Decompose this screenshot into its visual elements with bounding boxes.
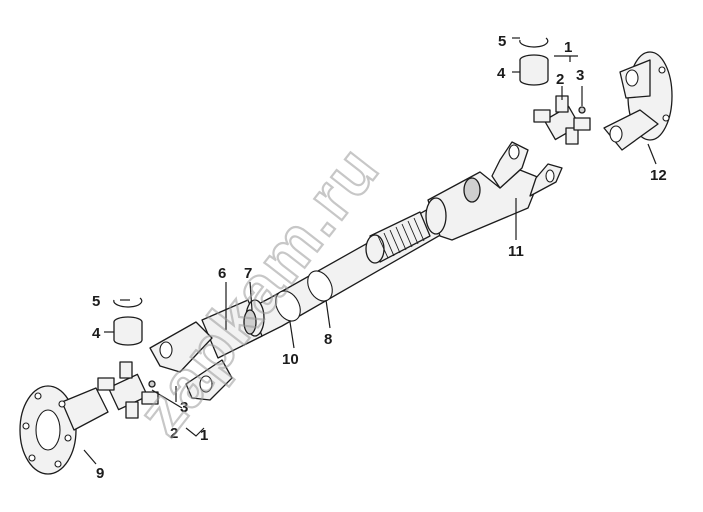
yoke-6: [149, 299, 265, 401]
callout-tr-12: 12: [650, 167, 667, 184]
callout-mid-6: 6: [218, 265, 226, 282]
ring-10: [275, 290, 301, 322]
callout-tr-5: 5: [498, 33, 506, 50]
watermark-text: zapkam.ru: [123, 132, 393, 449]
bearing-cap-top-right: [519, 54, 549, 86]
flange-yoke-9: [19, 385, 109, 475]
spider-bottom-left: [97, 361, 159, 419]
snap-ring-top-right: [519, 37, 549, 48]
callout-bl-9: 9: [96, 465, 104, 482]
callout-tr-1: 1: [564, 39, 572, 56]
callouts: 5 4 1 2 3 12 11 6 7 10 8 5 4 3 2 1 9: [92, 33, 667, 482]
callout-bl-3: 3: [180, 399, 188, 416]
slip-yoke-11: [425, 141, 563, 241]
callout-mid-8: 8: [324, 331, 332, 348]
callout-mid-10: 10: [282, 351, 299, 368]
callout-bl-5: 5: [92, 293, 100, 310]
callout-tr-2: 2: [556, 71, 564, 88]
splined-shaft: [365, 211, 431, 264]
spider-top-right: [533, 95, 591, 145]
callout-mid-7: 7: [244, 265, 252, 282]
callout-tr-3: 3: [576, 67, 584, 84]
callout-tr-4: 4: [497, 65, 506, 82]
callout-bl-1: 1: [200, 427, 208, 444]
callout-bl-2: 2: [170, 425, 178, 442]
leader-lines: [83, 37, 657, 465]
bearing-cap-bottom-left: [113, 316, 143, 346]
flange-yoke-12: [603, 51, 673, 151]
callout-mid-11: 11: [508, 243, 524, 260]
ring-8: [307, 270, 333, 302]
snap-ring-bottom-left: [113, 297, 143, 308]
callout-bl-4: 4: [92, 325, 101, 342]
